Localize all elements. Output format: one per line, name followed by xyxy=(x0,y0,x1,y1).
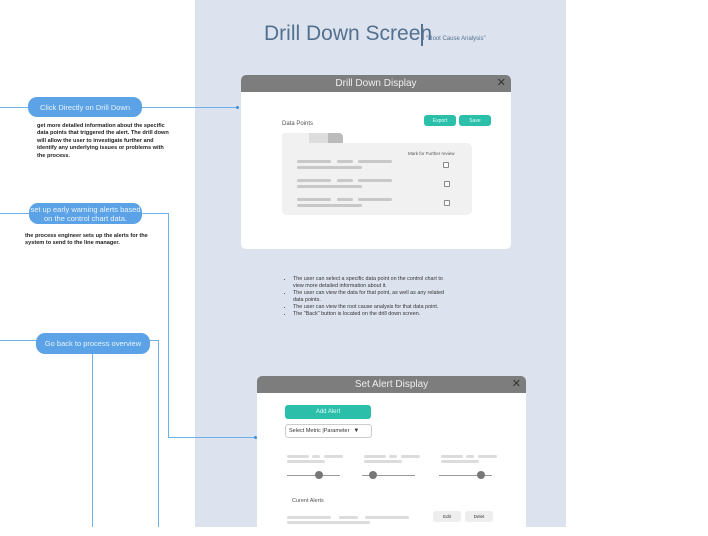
connector-endpoint xyxy=(254,436,257,439)
connector xyxy=(168,437,255,438)
current-alerts-label: Curent Alerts xyxy=(292,498,324,504)
select-value: Select Metric |Parameter xyxy=(289,428,350,434)
alert-description: the process engineer sets up the alerts … xyxy=(25,233,148,247)
review-checkbox[interactable] xyxy=(444,181,450,187)
back-annotation[interactable]: Go back to process overview xyxy=(36,333,150,354)
column-header: Mark for Further review xyxy=(408,151,455,156)
page-title: Drill Down Screen xyxy=(264,22,433,45)
export-button[interactable]: Export xyxy=(424,115,456,126)
chevron-down-icon: ▼ xyxy=(353,428,360,434)
close-icon[interactable]: ✕ xyxy=(496,77,506,89)
dialog-title: Drill Down Display xyxy=(335,78,417,89)
note: The user can view the data for that poin… xyxy=(293,290,445,304)
connector-endpoint xyxy=(236,106,239,109)
edit-button[interactable]: Edit xyxy=(433,511,461,522)
add-alert-button[interactable]: Add Alert xyxy=(285,405,371,419)
drill-down-description: get more detailed information about the … xyxy=(37,123,169,159)
threshold-slider[interactable] xyxy=(362,471,415,479)
tab[interactable] xyxy=(282,133,309,145)
slider-handle[interactable] xyxy=(368,471,377,479)
slider-handle[interactable] xyxy=(477,471,486,479)
connector xyxy=(168,213,169,437)
set-alert-dialog: Set Alert Display ✕ Add Alert Select Metr… xyxy=(257,376,526,536)
threshold-slider[interactable] xyxy=(439,471,492,479)
save-button[interactable]: Save xyxy=(459,115,491,126)
data-points-table: Mark for Further review xyxy=(282,143,472,215)
note: The user can select a specific data poin… xyxy=(293,276,445,290)
dialog-title: Set Alert Display xyxy=(354,379,429,390)
connector xyxy=(92,354,93,527)
metric-select[interactable]: Select Metric |Parameter▼ xyxy=(285,424,372,438)
connector xyxy=(158,340,159,527)
slider-handle[interactable] xyxy=(314,471,323,479)
delete-button[interactable]: Delet xyxy=(465,511,493,522)
drill-down-annotation[interactable]: Click Directly on Drill Down xyxy=(28,97,142,117)
close-icon[interactable]: ✕ xyxy=(511,378,521,390)
notes-list: The user can select a specific data poin… xyxy=(285,276,445,318)
page-subtitle: "Root Cause Analysis" xyxy=(426,36,486,42)
section-label: Data Points xyxy=(282,121,314,127)
threshold-slider[interactable] xyxy=(287,471,340,479)
drill-down-dialog: Drill Down Display ✕ Data Points Export S… xyxy=(241,75,511,249)
note: The user can view the root cause analysi… xyxy=(293,304,445,311)
review-checkbox[interactable] xyxy=(444,200,450,206)
review-checkbox[interactable] xyxy=(443,162,449,168)
alert-annotation[interactable]: set up early warning alerts based on the… xyxy=(29,203,142,224)
note: The "Back" button is located on the dril… xyxy=(293,311,445,318)
title-divider xyxy=(421,24,423,46)
